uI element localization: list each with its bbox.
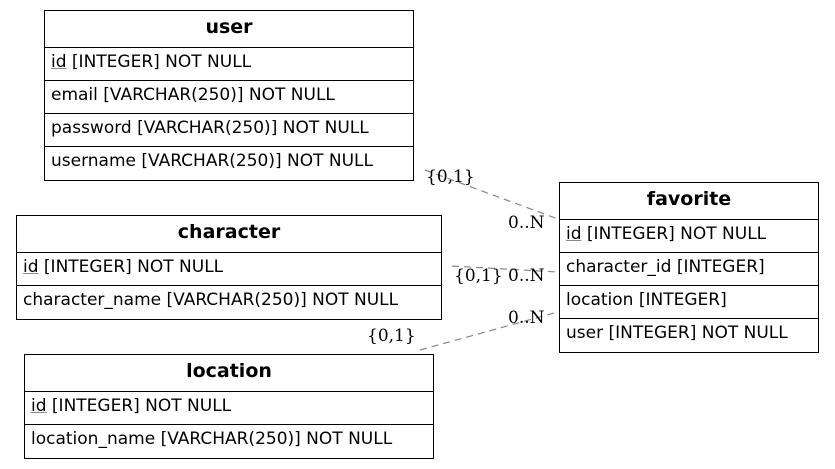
field-row: id [INTEGER] NOT NULL xyxy=(17,253,441,286)
cardinality-favorite-location-side: 0..N xyxy=(508,308,545,328)
field-definition: [INTEGER] NOT NULL xyxy=(581,224,767,244)
field-row: password [VARCHAR(250)] NOT NULL xyxy=(45,114,413,147)
entity-title-character: character xyxy=(17,216,441,253)
cardinality-location-side: {0,1} xyxy=(367,326,416,346)
cardinality-favorite-user-side: 0..N xyxy=(508,213,545,233)
field-row: email [VARCHAR(250)] NOT NULL xyxy=(45,81,413,114)
primary-key-field: id xyxy=(31,396,47,416)
cardinality-user-side: {0,1} xyxy=(426,167,475,187)
cardinality-favorite-character-side: 0..N xyxy=(508,266,545,286)
field-row: location_name [VARCHAR(250)] NOT NULL xyxy=(31,429,393,449)
primary-key-field: id xyxy=(23,257,39,277)
entity-character[interactable]: character id [INTEGER] NOT NULL characte… xyxy=(16,215,442,320)
field-definition: [INTEGER] NOT NULL xyxy=(46,396,232,416)
field-row: character_id [INTEGER] xyxy=(560,253,818,286)
entity-location[interactable]: location id [INTEGER] NOT NULL location_… xyxy=(24,354,434,459)
entity-title-location: location xyxy=(25,355,433,392)
primary-key-field: id xyxy=(566,224,582,244)
entity-user[interactable]: user id [INTEGER] NOT NULL email [VARCHA… xyxy=(44,10,414,181)
entity-title-user: user xyxy=(45,11,413,48)
field-row: username [VARCHAR(250)] NOT NULL xyxy=(51,151,373,171)
primary-key-field: id xyxy=(51,52,67,72)
field-row: location [INTEGER] xyxy=(560,286,818,319)
field-row: character_name [VARCHAR(250)] NOT NULL xyxy=(23,290,399,310)
entity-title-favorite: favorite xyxy=(560,183,818,220)
entity-favorite[interactable]: favorite id [INTEGER] NOT NULL character… xyxy=(559,182,819,353)
field-row: id [INTEGER] NOT NULL xyxy=(25,392,433,425)
cardinality-character-side: {0,1} xyxy=(454,266,503,286)
field-definition: [INTEGER] NOT NULL xyxy=(66,52,252,72)
field-row: id [INTEGER] NOT NULL xyxy=(560,220,818,253)
field-definition: [INTEGER] NOT NULL xyxy=(38,257,224,277)
field-row: id [INTEGER] NOT NULL xyxy=(45,48,413,81)
character-favorite-line xyxy=(451,265,559,273)
field-row: user [INTEGER] NOT NULL xyxy=(566,323,788,343)
